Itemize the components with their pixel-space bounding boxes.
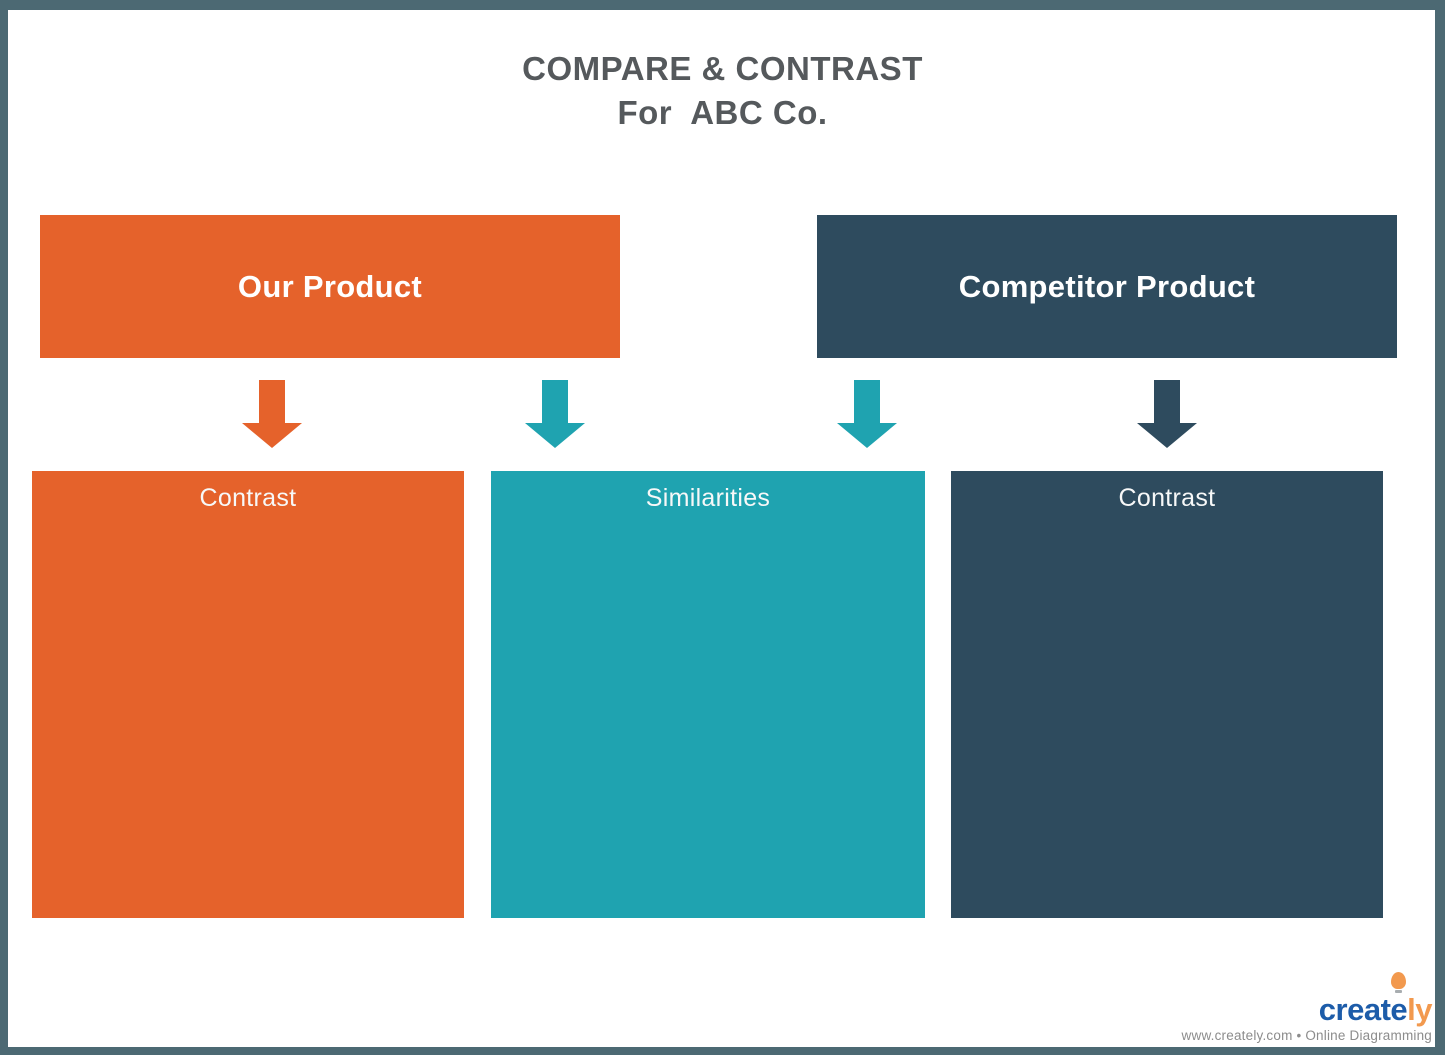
arrow-stem [259,380,285,423]
creately-logo-text-create: create [1318,992,1408,1027]
arrow-stem [854,380,880,423]
content-box-similarities-label: Similarities [645,484,771,512]
creately-logo-text-ly: ly [1407,992,1432,1027]
lightbulb-icon [1391,972,1406,989]
down-arrow-icon-our-similarities [525,380,585,448]
down-arrow-icon-competitor-similarities [837,380,897,448]
content-box-contrast-competitor-label: Contrast [1118,484,1216,512]
arrow-head [837,423,897,448]
arrow-head [1137,423,1197,448]
arrow-head [525,423,585,448]
header-box-our-product: Our Product [40,215,620,358]
creately-logo: creately [1319,972,1432,1025]
arrow-stem [542,380,568,423]
header-box-competitor-product: Competitor Product [817,215,1397,358]
creately-watermark: creately www.creately.com • Online Diagr… [1182,972,1432,1043]
down-arrow-icon-competitor-contrast [1137,380,1197,448]
arrow-stem [1154,380,1180,423]
header-box-our-product-label: Our Product [237,268,423,304]
down-arrow-icon-our-contrast [242,380,302,448]
diagram-subtitle: For ABC Co. [617,94,828,131]
arrow-head [242,423,302,448]
content-box-contrast-our-label: Contrast [199,484,297,512]
creately-tagline: www.creately.com • Online Diagramming [1181,1028,1432,1043]
content-box-contrast-our: Contrast [32,471,464,918]
content-box-similarities: Similarities [491,471,925,918]
header-box-competitor-product-label: Competitor Product [958,268,1256,304]
content-box-contrast-competitor: Contrast [951,471,1383,918]
diagram-title: COMPARE & CONTRAST [522,50,923,87]
lightbulb-base-icon [1395,990,1402,993]
